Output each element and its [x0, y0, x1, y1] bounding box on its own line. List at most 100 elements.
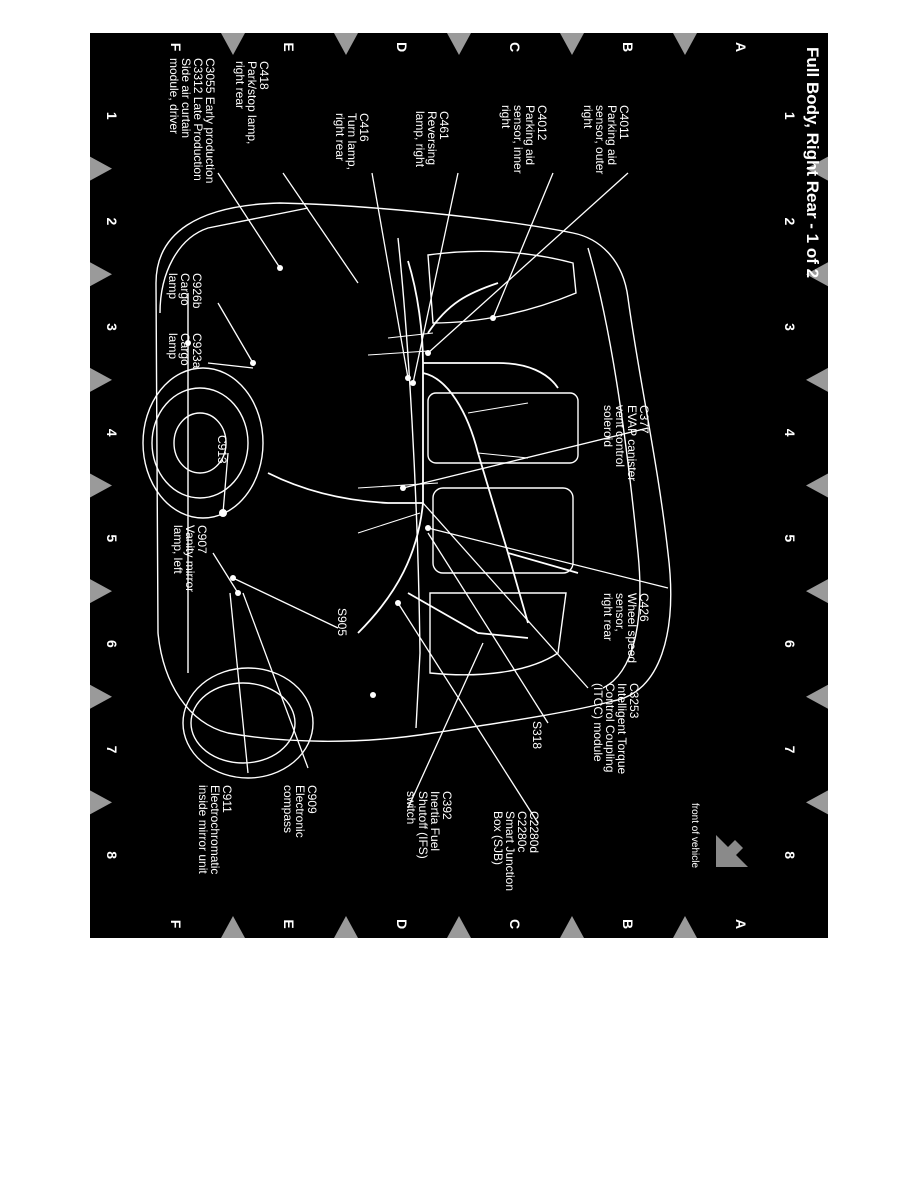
callout-line: C913	[215, 435, 229, 464]
grid-marker-left	[673, 33, 697, 55]
grid-marker-right	[447, 916, 471, 938]
grid-row-left-C: C	[507, 41, 524, 53]
leader-lines	[207, 172, 669, 824]
grid-marker-left	[447, 33, 471, 55]
leader-c909	[242, 592, 309, 769]
grid-border-markers	[90, 33, 828, 938]
callout-line: Parking aid	[523, 105, 537, 166]
callout-line: soleroid	[601, 405, 615, 448]
wiring-harness	[267, 260, 579, 639]
grid-marker-bottom	[90, 579, 112, 604]
callout-line: C392	[440, 791, 454, 820]
leader-c926b	[217, 302, 254, 364]
grid-row-right-C: C	[507, 918, 524, 930]
callout-line: Smart Junction	[503, 811, 517, 892]
callout-line: C909	[305, 785, 319, 814]
side-line	[397, 237, 421, 729]
grid-row-left-D: D	[394, 41, 411, 53]
grid-col-top-4: 4	[782, 428, 798, 437]
rear-wheel-hub	[173, 412, 227, 474]
callout-line: Cargo	[178, 273, 192, 306]
grid-col-bottom-6: 6	[104, 640, 120, 648]
front-of-vehicle-arrow-icon	[716, 823, 748, 867]
leader-c923a	[207, 362, 254, 369]
grid-marker-bottom	[90, 156, 112, 181]
callout-line: module, driver	[167, 58, 181, 135]
grid-row-right-B: B	[620, 918, 637, 930]
grid-col-top-7: 7	[782, 745, 798, 754]
callout-line: S318	[530, 721, 544, 750]
grid-row-left-B: B	[620, 41, 637, 53]
callout-line: Turn lamp,	[345, 113, 359, 170]
callout-line: C418	[257, 61, 271, 90]
callout-line: C2280c	[515, 811, 529, 853]
roof-line	[587, 247, 641, 689]
grid-row-right-A: A	[733, 918, 750, 930]
callout-line: C3312 Late Production	[191, 58, 205, 181]
connector-c923b-dot	[185, 340, 191, 346]
callout-line: Cargo	[178, 333, 192, 366]
grid-row-right-E: E	[281, 919, 298, 929]
callout-line: C377	[637, 405, 651, 434]
callout-line: C3253	[627, 683, 641, 719]
leader-c426	[427, 527, 669, 589]
callout-line: sensor, outer	[593, 105, 607, 175]
grid-marker-top	[806, 579, 828, 604]
window-1	[427, 392, 579, 464]
callout-line: right rear	[601, 593, 615, 642]
callout-line: C416	[357, 113, 371, 142]
rear-window	[427, 250, 577, 324]
callout-s318: S318	[530, 721, 544, 750]
window-3	[429, 592, 567, 676]
leader-c377	[402, 427, 649, 489]
callout-line: C911	[220, 785, 234, 813]
callout-line: C461	[437, 111, 451, 140]
grid-col-top-8: 8	[782, 851, 798, 860]
grid-marker-top	[806, 790, 828, 815]
callout-line: C426	[637, 593, 651, 622]
callout-line: Reversing	[425, 111, 439, 166]
callout-line: C923a	[190, 333, 204, 369]
leader-c4012	[492, 172, 554, 319]
grid-marker-top	[806, 262, 828, 287]
front-of-vehicle-label: front of vehicle	[689, 803, 700, 869]
leader-c2280	[397, 602, 539, 824]
callout-line: Parking aid	[605, 105, 619, 166]
grid-col-top-2: 2	[782, 217, 798, 226]
grid-col-bottom-2: 2	[104, 217, 120, 226]
grid-col-bottom-4: 4	[104, 428, 120, 437]
leader-c416	[371, 172, 409, 379]
wiring-branches	[357, 332, 529, 534]
callout-line: C926b	[190, 273, 204, 309]
leader-c392	[407, 642, 484, 809]
grid-marker-top	[806, 684, 828, 709]
callout-line: S905	[335, 608, 349, 637]
callout-line: Control Coupling	[603, 683, 617, 773]
callout-line: Electrochromatic	[208, 785, 222, 875]
callout-line: C4012	[535, 105, 549, 141]
grid-marker-bottom	[90, 367, 112, 392]
leader-c4011	[427, 172, 629, 354]
grid-marker-right	[560, 916, 584, 938]
grid-marker-top	[806, 156, 828, 181]
grid-row-left-A: A	[733, 41, 750, 53]
grid-col-top-6: 6	[782, 640, 798, 648]
grid-marker-right	[673, 916, 697, 938]
grid-col-top-5: 5	[782, 534, 798, 543]
grid-col-bottom-7: 7	[104, 745, 120, 754]
callout-line: EVAP canister	[625, 405, 639, 482]
grid-col-bottom-8: 8	[104, 851, 120, 860]
grid-marker-bottom	[90, 684, 112, 709]
grid-marker-left	[334, 33, 358, 55]
grid-marker-left	[221, 33, 245, 55]
grid-marker-top	[806, 367, 828, 392]
